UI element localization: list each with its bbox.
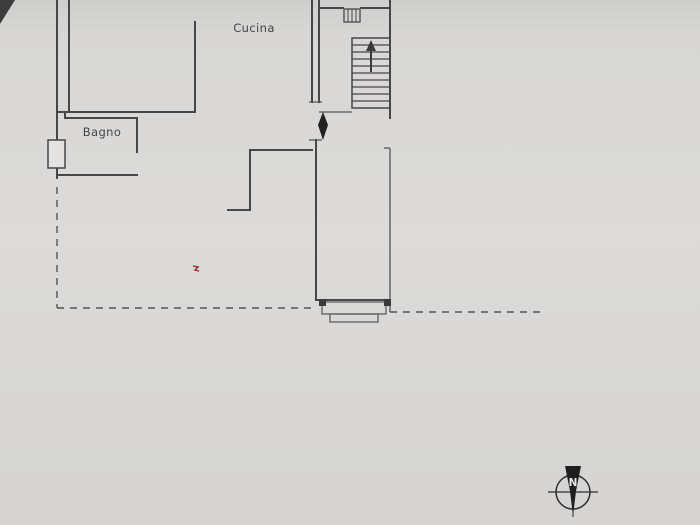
door-jamb-ticks bbox=[309, 101, 322, 141]
compass-needle bbox=[565, 466, 581, 516]
dashed-boundary bbox=[56, 187, 540, 313]
photo-corner-shadow bbox=[0, 0, 15, 24]
thin-lines bbox=[309, 101, 391, 312]
wall-bathroom-top-right bbox=[64, 111, 138, 153]
staircase bbox=[351, 37, 391, 109]
entrance-step-upper bbox=[321, 301, 387, 315]
wall-interior-step bbox=[227, 149, 313, 211]
entrance-post-right bbox=[384, 299, 391, 306]
flue-hatch bbox=[347, 9, 357, 22]
door-marker bbox=[318, 112, 328, 140]
wall-center-upper bbox=[311, 0, 320, 103]
stair-direction-arrow bbox=[366, 40, 376, 51]
walls bbox=[56, 0, 391, 301]
bathroom-label: Bagno bbox=[83, 125, 122, 139]
entrance-step-lower bbox=[329, 313, 379, 323]
kitchen-label: Cucina bbox=[233, 21, 275, 35]
entrance-steps bbox=[319, 299, 391, 323]
compass-rose: N bbox=[548, 466, 598, 517]
entrance-post-left bbox=[319, 299, 326, 306]
red-annotation-mark bbox=[192, 265, 200, 272]
flue-block bbox=[343, 8, 361, 23]
north-label: N bbox=[569, 477, 578, 489]
bathroom-window bbox=[47, 139, 66, 169]
